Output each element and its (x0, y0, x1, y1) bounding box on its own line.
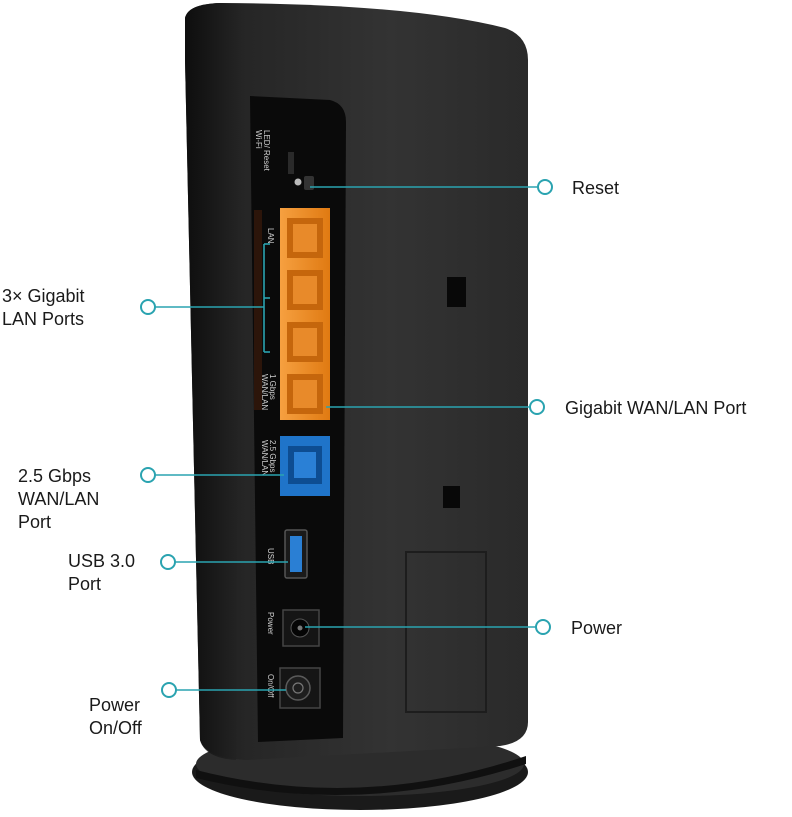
callout-label-2-5g-wan-lan: 2.5 Gbps WAN/LAN Port (18, 466, 100, 532)
panel-label-usb: USB (266, 548, 275, 564)
callout-label-power: Power (571, 618, 623, 638)
panel-label-led-reset: LED/ Reset (262, 130, 271, 172)
power-jack[interactable] (282, 609, 320, 647)
router-body (185, 3, 528, 760)
panel-label-wan-1g: 1 Gbps (268, 374, 277, 400)
panel-label-wan-1g-sub: WAN/LAN (260, 374, 269, 410)
panel-label-wan-2-5g: 2.5 Gbps (268, 440, 277, 472)
callout-label-gigabit-wan-lan: Gigabit WAN/LAN Port (565, 398, 747, 418)
callout-label-usb: USB 3.0 Port (68, 551, 136, 594)
callout-dot-power-on-off (161, 682, 177, 698)
callout-dot-reset (537, 179, 553, 195)
callout-dot-lan (140, 299, 156, 315)
lan-port-3[interactable] (287, 322, 323, 362)
wan-lan-2-5g-port[interactable] (280, 436, 330, 496)
power-on-off-button[interactable] (279, 667, 321, 709)
callout-dot-wan-2-5g (140, 467, 156, 483)
callout-label-lan-ports: 3× Gigabit LAN Ports (2, 286, 85, 329)
mount-slot-upper (447, 277, 466, 307)
panel-label-lan: LAN (266, 228, 275, 244)
usb-3-0-port[interactable] (284, 529, 308, 579)
panel-label-on-off: On/Off (266, 674, 275, 698)
callout-label-reset: Reset (572, 178, 620, 198)
callout-dot-power (535, 619, 551, 635)
lan-port-2[interactable] (287, 270, 323, 310)
lan-bracket (263, 243, 270, 353)
callout-dot-usb (160, 554, 176, 570)
panel-label-power: Power (266, 612, 275, 635)
mount-slot-lower (443, 486, 460, 508)
panel-label-wifi: Wi-Fi (254, 130, 263, 149)
wan-lan-1g-port[interactable] (287, 374, 323, 414)
lan-port-1[interactable] (287, 218, 323, 258)
callout-label-power-on-off: Power On/Off (89, 695, 142, 738)
callout-dot-wan-1g (529, 399, 545, 415)
lan-port-block (280, 208, 330, 420)
panel-label-wan-2-5g-sub: WAN/LAN (260, 440, 269, 476)
